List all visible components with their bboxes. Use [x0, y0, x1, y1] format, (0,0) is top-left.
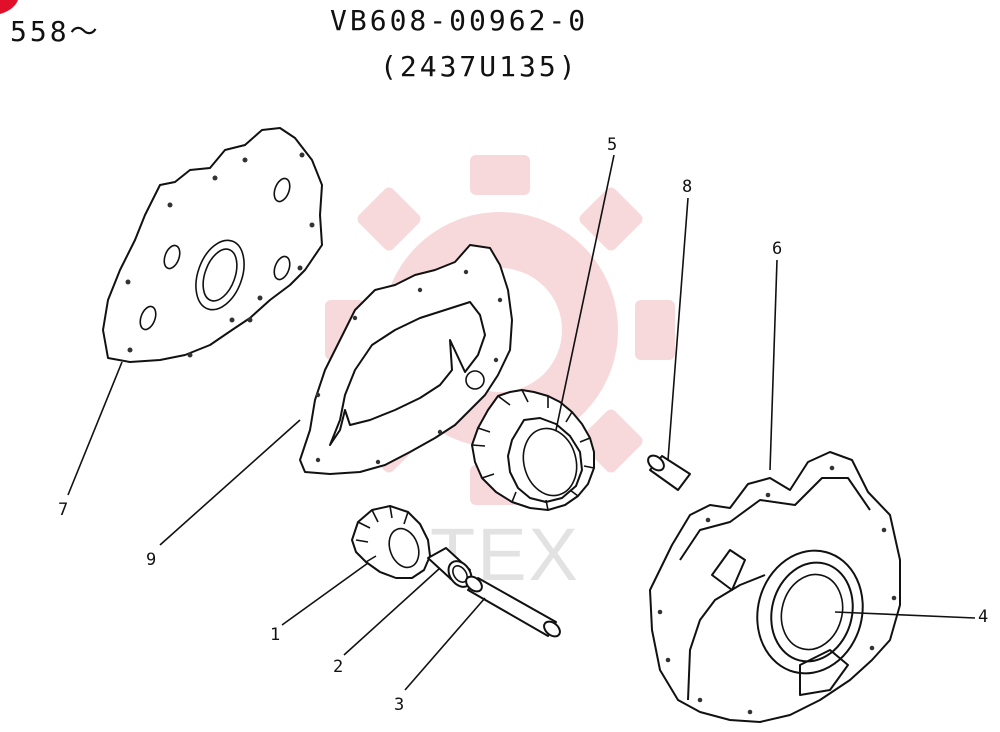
callout-3: 3 [394, 695, 404, 715]
part-7-cover-plate [102, 127, 323, 363]
part-3-shaft [465, 575, 561, 638]
callout-4: 4 [978, 607, 988, 627]
leader-3 [404, 597, 486, 691]
callout-7: 7 [58, 500, 68, 520]
leader-4 [834, 611, 976, 619]
part-6-pump-housing [649, 451, 901, 723]
part-5-large-gear [471, 389, 595, 511]
part-number-label: VB608-00962-0 [330, 4, 589, 37]
callout-6: 6 [772, 239, 782, 259]
callout-9: 9 [146, 550, 156, 570]
leader-2 [343, 567, 441, 656]
leader-5 [555, 154, 615, 431]
alt-number-label: (2437U135) [380, 50, 579, 83]
part-8-pin [647, 454, 691, 491]
leader-1 [281, 562, 369, 626]
leader-9 [159, 419, 301, 546]
leader-8 [667, 197, 689, 461]
leader-7 [67, 361, 123, 496]
callout-2: 2 [333, 657, 343, 677]
corner-mark [0, 0, 18, 14]
callout-1: 1 [270, 625, 280, 645]
leader-6 [769, 259, 778, 471]
callout-8: 8 [682, 177, 692, 197]
leader-lines [67, 154, 976, 691]
serial-range-label: 558〜 [10, 15, 101, 48]
part-1-small-gear [351, 505, 431, 579]
part-9-gasket [299, 244, 513, 475]
callout-5: 5 [607, 135, 617, 155]
